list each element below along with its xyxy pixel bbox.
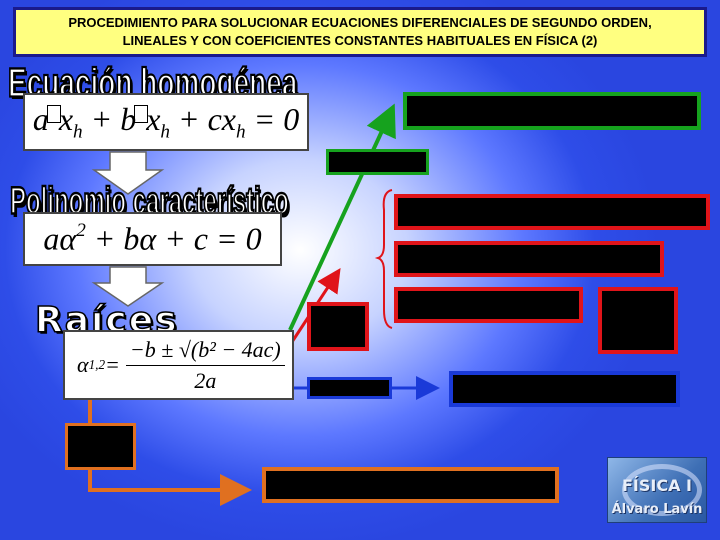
logo-text-line-2: Álvaro Lavín [611, 502, 703, 517]
var-x: x [58, 100, 74, 137]
sub-h: h [160, 121, 170, 143]
plus-sign: + [170, 100, 208, 137]
hidden-solution-box-red-2 [394, 241, 664, 277]
var-x: x [146, 100, 161, 137]
roots-fraction: −b ± √(b² − 4ac) 2a [125, 337, 285, 394]
alpha: α [139, 220, 157, 257]
hidden-solution-box-orange [262, 467, 559, 503]
logo-text-line-1: FÍSICA I [621, 476, 692, 495]
plus-sign: + [85, 220, 124, 257]
hidden-condition-box-blue [307, 377, 392, 399]
hidden-solution-box-blue [449, 371, 680, 407]
equals-zero: = 0 [245, 100, 300, 137]
sub-h: h [236, 121, 246, 143]
hidden-solution-box-red-3 [394, 287, 583, 323]
var-x: x [221, 100, 236, 137]
hidden-condition-box-red [307, 302, 369, 351]
hidden-condition-box-green [326, 149, 429, 175]
coef-c: c [193, 220, 208, 257]
equals-sign: = [105, 352, 120, 377]
equals-zero: = 0 [207, 220, 262, 257]
hidden-condition-box-orange [65, 423, 136, 470]
fraction-numerator: −b ± √(b² − 4ac) [125, 337, 285, 366]
hidden-solution-box-red-1 [394, 194, 710, 230]
coef-b: b [123, 220, 140, 257]
first-derivative-glyph [134, 105, 149, 124]
title-line-1: PROCEDIMIENTO PARA SOLUCIONAR ECUACIONES… [68, 15, 652, 30]
fraction-denominator: 2a [194, 367, 217, 393]
coef-c: c [207, 100, 222, 137]
eq-poli-content: aα2 + bα + c = 0 [43, 220, 261, 257]
title-box: PROCEDIMIENTO PARA SOLUCIONAR ECUACIONES… [13, 7, 707, 57]
coef-b: b [120, 100, 137, 137]
logo-ring [622, 464, 702, 516]
coef-a: a [32, 100, 49, 137]
down-arrow-1 [91, 151, 165, 195]
down-arrow-2 [91, 266, 165, 307]
sub-h: h [73, 121, 83, 143]
red-brace [374, 189, 393, 329]
hidden-solution-box-red-4 [598, 287, 678, 354]
title-line-2: LINEALES Y CON COEFICIENTES CONSTANTES H… [122, 33, 598, 48]
roots-subscript: 1,2 [88, 357, 106, 372]
alpha: α [77, 352, 89, 377]
hidden-solution-box-green [403, 92, 701, 130]
exponent: 2 [76, 220, 86, 242]
coef-a: a [43, 220, 60, 257]
characteristic-polynomial: aα2 + bα + c = 0 [23, 212, 282, 266]
alpha: α [59, 220, 77, 257]
plus-sign: + [82, 100, 121, 137]
second-derivative-glyph [46, 105, 61, 124]
plus-sign: + [156, 220, 194, 257]
fisica-logo: FÍSICA I Álvaro Lavín [607, 457, 707, 523]
